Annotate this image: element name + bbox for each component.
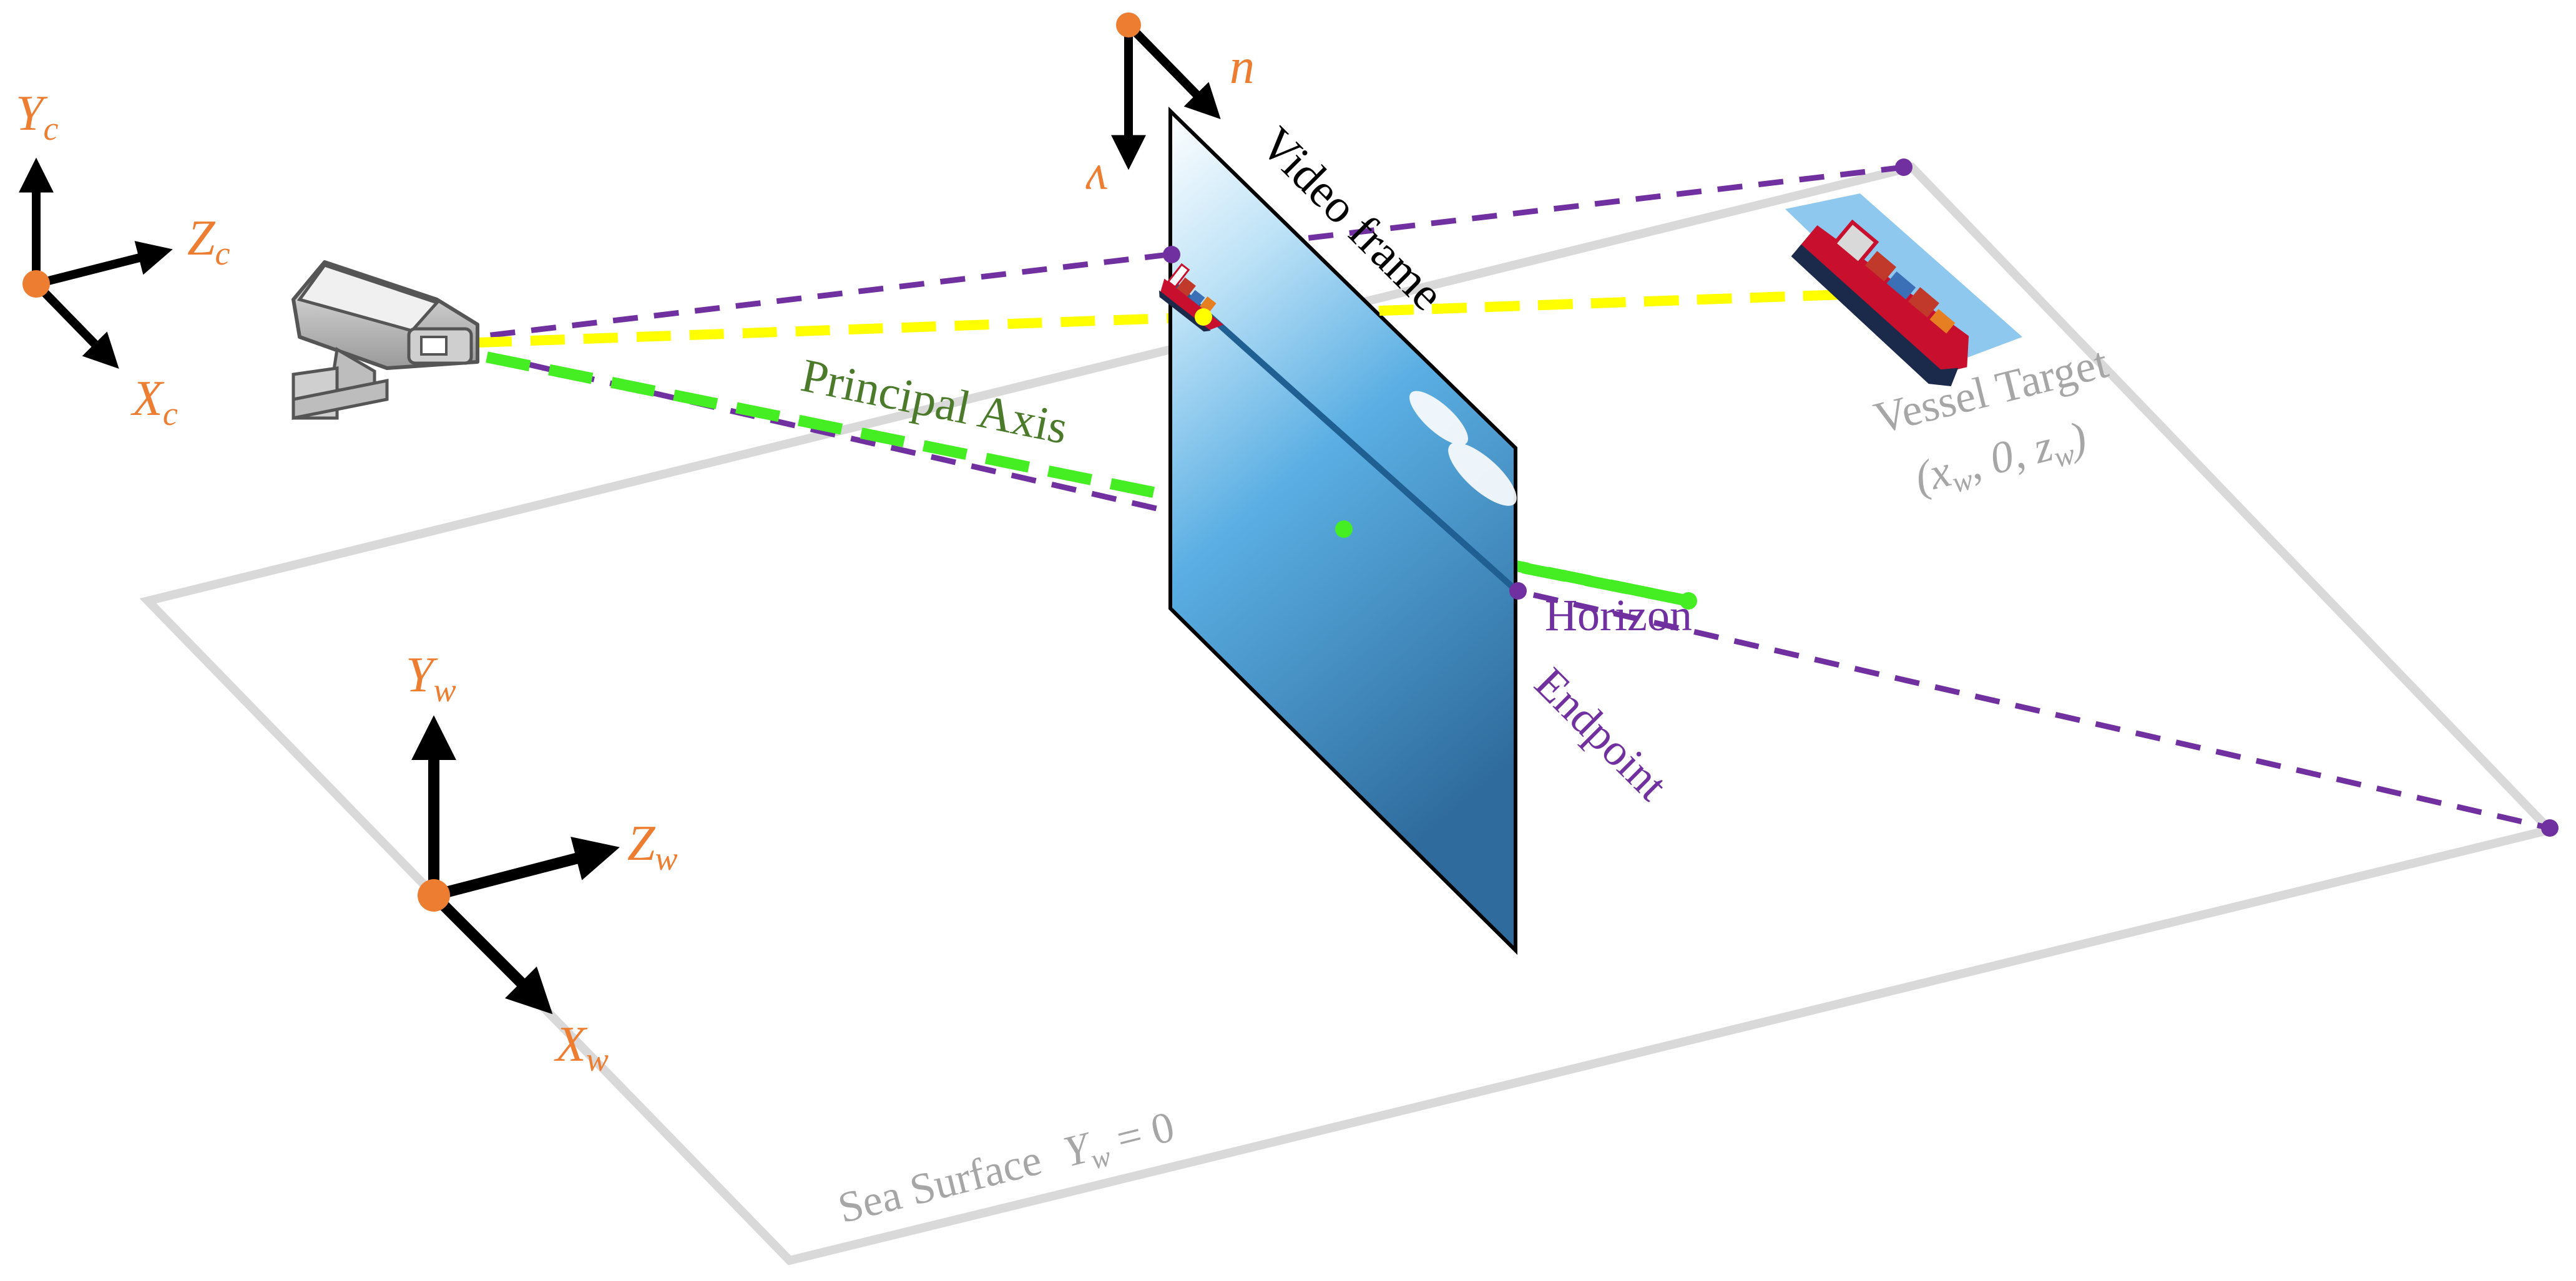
- world-origin-dot: [418, 879, 450, 912]
- image-v-label: v: [1085, 155, 1108, 210]
- yellow-dot-frame: [1195, 308, 1212, 326]
- image-axes: [1111, 12, 1221, 170]
- green-principal-axis: [423, 339, 1690, 606]
- purple-dot-vessel: [1895, 158, 1912, 176]
- camera-axes: [18, 157, 173, 369]
- frame-horizon-line: [1170, 280, 1518, 592]
- camera-y-label: Yc: [16, 86, 59, 147]
- camera-x-label: Xc: [130, 371, 178, 432]
- world-axes: [411, 715, 620, 1015]
- yellow-ray-far: [1379, 288, 1879, 316]
- image-u-label: u: [1230, 49, 1255, 104]
- world-x-label: Xw: [554, 1017, 609, 1078]
- image-origin-dot: [1116, 12, 1141, 37]
- world-y-label: Yw: [406, 648, 456, 709]
- principal-axis-label: Principal Axis: [797, 349, 1072, 454]
- green-dot-end: [1680, 592, 1697, 610]
- green-dot-mid: [1335, 520, 1353, 538]
- green-principal-axis-far: [1522, 562, 1690, 606]
- horizon-endpoint-label: Horizon: [1545, 590, 1692, 640]
- purple-dot-horizon-end: [2541, 819, 2559, 837]
- world-z-label: Zw: [627, 816, 678, 877]
- yellow-ray-vessel: [424, 288, 1879, 349]
- vessel-icon: [1785, 193, 2022, 387]
- camera-z-label: Zc: [187, 211, 230, 272]
- cloud-icon: [1409, 391, 1517, 506]
- purple-dot-frame-horizon: [1509, 582, 1527, 600]
- camera-origin-dot: [22, 270, 50, 298]
- camera-icon: [291, 260, 479, 421]
- purple-dot-frame-top: [1163, 246, 1180, 263]
- horizon-endpoint-label-2: Endpoint: [1526, 658, 1677, 810]
